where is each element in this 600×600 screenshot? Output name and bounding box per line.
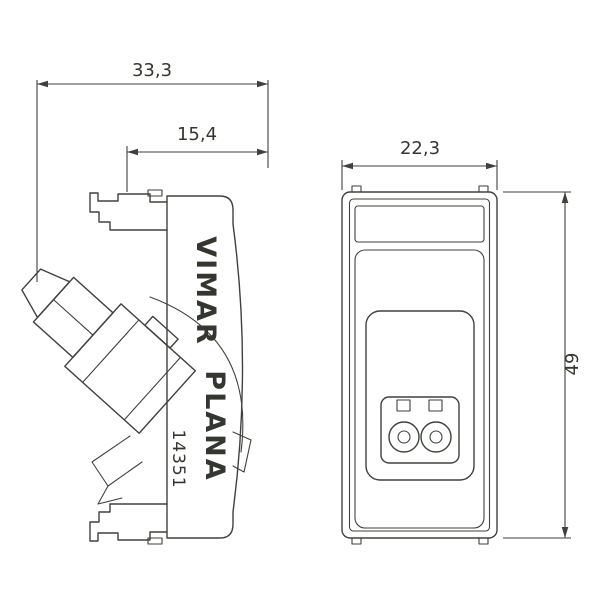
- plate-bottom-tab: [147, 537, 163, 545]
- bottom-tab-right: [478, 537, 489, 545]
- dimension-overall-depth: 33,3: [36, 60, 269, 282]
- dimension-height: 49: [503, 191, 583, 539]
- lc-ferrule-right: [429, 430, 443, 444]
- lc-connector-latch: [21, 268, 71, 319]
- arrow-top-icon: [561, 192, 569, 203]
- arrow-right-icon: [257, 148, 268, 156]
- dimension-width: 22,3: [341, 138, 498, 190]
- top-mounting-clip: [89, 192, 168, 231]
- arrow-right-icon: [486, 162, 497, 170]
- arrow-bottom-icon: [561, 527, 569, 538]
- dim-width-label: 22,3: [400, 138, 440, 159]
- front-inner-outline: [348, 198, 491, 532]
- swing-arc: [149, 296, 244, 453]
- dim-overall-depth-label: 33,3: [132, 60, 172, 81]
- retaining-spring-detail: [91, 435, 143, 505]
- arrow-left-icon: [37, 80, 48, 88]
- keystone-edge-line: [82, 319, 140, 383]
- front-face-panel: [354, 249, 485, 529]
- bottom-tab-left: [351, 537, 362, 545]
- latch-tab-right: [428, 399, 443, 412]
- keystone-edge-line: [123, 356, 182, 421]
- lc-port-left: [388, 421, 420, 453]
- arrow-right-icon: [257, 80, 268, 88]
- adapter-opening: [365, 310, 475, 481]
- keystone-jack: [21, 268, 197, 434]
- plate-top-tab: [147, 189, 163, 197]
- lc-duplex-adapter: [365, 310, 475, 481]
- spring-line: [91, 435, 143, 487]
- latch-tab-left: [396, 399, 411, 412]
- lc-connector-split-line: [52, 299, 94, 336]
- front-view: 22,3 49: [341, 138, 583, 545]
- arrow-left-icon: [127, 148, 138, 156]
- keystone-top-latch: [144, 315, 179, 349]
- lc-ferrule-left: [397, 430, 411, 444]
- dim-flush-depth-label: 15,4: [177, 124, 217, 145]
- faceplate-profile: [166, 195, 244, 539]
- brand-label: VIMAR: [190, 236, 221, 346]
- lc-port-right: [420, 421, 452, 453]
- front-outer-outline: [341, 191, 498, 539]
- spring-line: [97, 485, 123, 505]
- side-view: 33,3 15,4: [21, 60, 269, 545]
- dimension-flush-depth: 15,4: [126, 124, 268, 192]
- dim-height-label: 49: [562, 353, 583, 376]
- bottom-mounting-clip: [89, 503, 168, 542]
- arrow-left-icon: [342, 162, 353, 170]
- top-tab-left: [351, 185, 362, 193]
- label-window: [354, 205, 485, 243]
- top-tab-right: [478, 185, 489, 193]
- adapter-body: [380, 396, 460, 464]
- series-label: PLANA: [199, 370, 230, 481]
- model-number-label: 14351: [168, 429, 188, 488]
